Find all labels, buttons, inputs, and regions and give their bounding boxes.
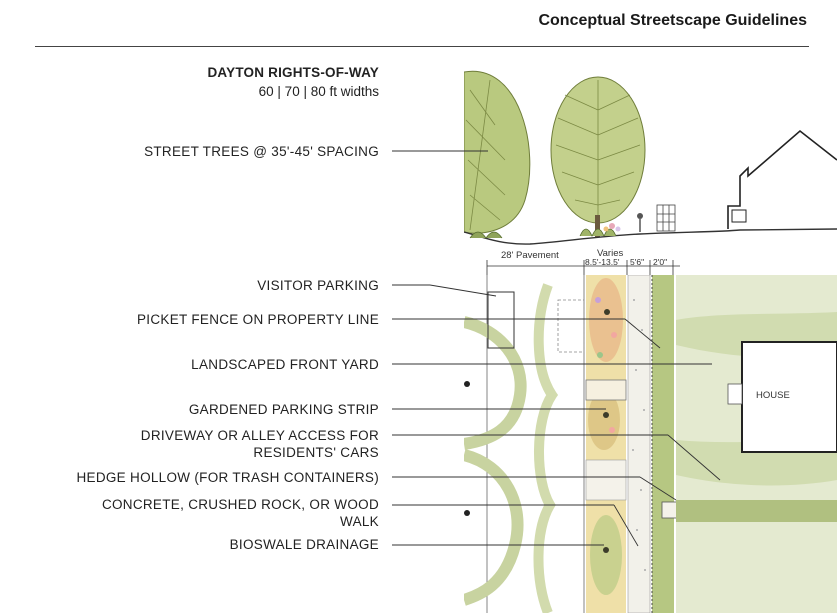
- plan-view: [464, 275, 837, 613]
- section-title: DAYTON RIGHTS-OF-WAY: [207, 65, 379, 80]
- label-driveway-line1: DRIVEWAY OR ALLEY ACCESS FOR: [140, 428, 379, 443]
- house-elevation: [727, 129, 837, 229]
- ground-line: [464, 228, 837, 245]
- house-label: HOUSE: [756, 390, 790, 401]
- label-hedge-hollow: HEDGE HOLLOW (FOR TRASH CONTAINERS): [76, 470, 379, 485]
- dim-pavement: 28' Pavement: [501, 250, 559, 261]
- dim-varies-range: 8.5'-13.5': [585, 257, 620, 267]
- leader-hedge-hollow-b: [639, 476, 677, 501]
- page-title: Conceptual Streetscape Guidelines: [538, 12, 807, 29]
- leader-walk-b: [613, 504, 639, 547]
- leader-visitor-parking-b: [429, 284, 497, 297]
- header-divider: [35, 46, 809, 47]
- leader-lines: [392, 150, 721, 547]
- label-parking-strip: GARDENED PARKING STRIP: [188, 402, 379, 417]
- label-walk-line2: WALK: [340, 514, 379, 529]
- house-plan: [741, 341, 837, 453]
- walk: [627, 275, 651, 613]
- dimension-line: [486, 260, 680, 275]
- label-driveway: DRIVEWAY OR ALLEY ACCESS FOR RESIDENTS' …: [141, 427, 379, 461]
- label-street-trees: STREET TREES @ 35'-45' SPACING: [144, 144, 379, 159]
- street-tree-left: [464, 70, 531, 234]
- label-front-yard: LANDSCAPED FRONT YARD: [191, 357, 379, 372]
- label-walk-line1: CONCRETE, CRUSHED ROCK, OR WOOD: [101, 497, 379, 512]
- picket-fence-elevation: [656, 204, 676, 232]
- label-visitor-parking: VISITOR PARKING: [257, 278, 379, 293]
- label-bioswale: BIOSWALE DRAINAGE: [229, 537, 379, 552]
- leader-driveway-b: [667, 434, 721, 481]
- dim-fence: 2'0": [653, 257, 667, 267]
- visitor-parking-space: [487, 291, 515, 349]
- leader-picket-fence-b: [624, 318, 661, 349]
- label-walk: CONCRETE, CRUSHED ROCK, OR WOOD WALK: [102, 496, 379, 530]
- dim-varies: Varies: [597, 248, 623, 259]
- dim-walk: 5'6": [630, 257, 644, 267]
- hedge: [652, 275, 674, 613]
- label-driveway-line2: RESIDENTS' CARS: [253, 445, 379, 460]
- label-picket-fence: PICKET FENCE ON PROPERTY LINE: [136, 312, 379, 327]
- elevation-view: [464, 70, 837, 245]
- section-subtitle: 60 | 70 | 80 ft widths: [258, 84, 379, 99]
